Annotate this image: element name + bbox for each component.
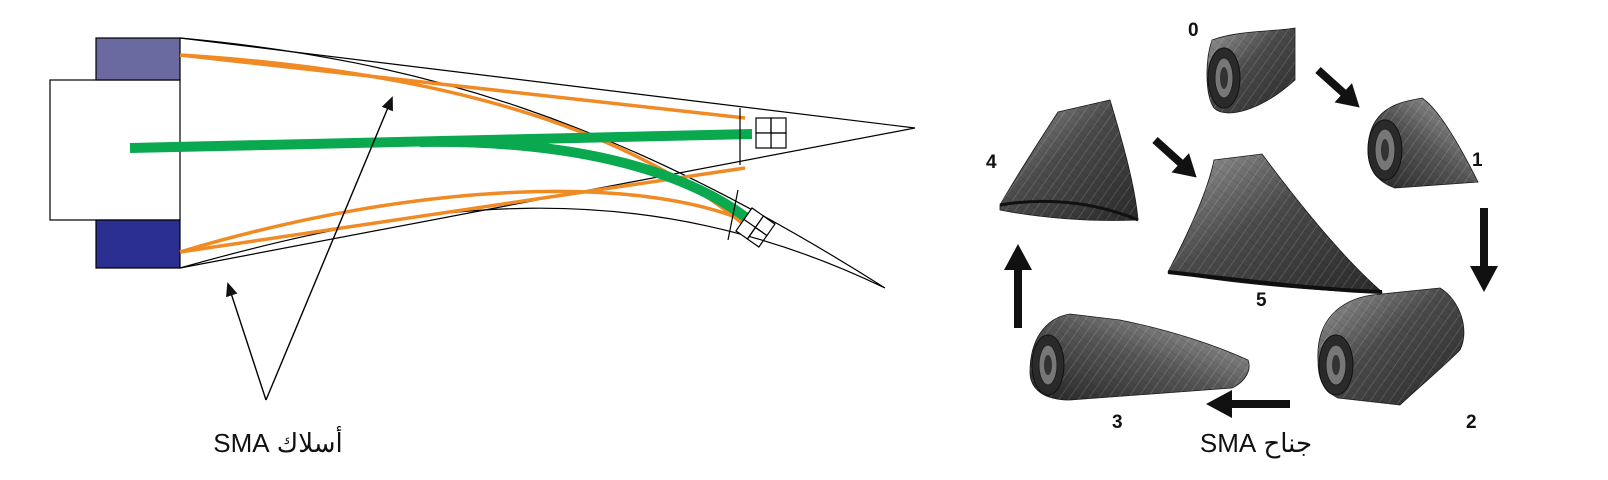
wing-stage-0 <box>1206 27 1296 114</box>
actuator-block-bottom <box>95 219 181 269</box>
stage-label-1: 1 <box>1472 150 1483 171</box>
wing-stage-5 <box>1167 153 1384 294</box>
right-caption: جناح SMA <box>1200 428 1312 458</box>
sma-wire-pointers <box>226 96 393 401</box>
wing-outline-curved <box>179 37 886 289</box>
stage-label-0: 0 <box>1188 20 1199 41</box>
stage-label-5: 5 <box>1256 290 1267 311</box>
left-caption: أسلاك SMA <box>213 425 343 458</box>
arrow-3-to-4 <box>1004 244 1032 328</box>
arrow-2-to-3 <box>1206 390 1290 418</box>
right-diagram: 0 1 2 3 4 5 جناح SMA <box>986 20 1498 458</box>
wing-stage-4 <box>999 99 1139 222</box>
tip-block-curved <box>727 189 776 248</box>
wing-stage-2 <box>1317 287 1465 406</box>
stage-label-2: 2 <box>1466 412 1477 433</box>
cycle-arrows <box>1004 67 1498 418</box>
wing-outline-straight <box>179 37 916 269</box>
arrow-4-to-5 <box>1152 137 1197 178</box>
stage-label-3: 3 <box>1112 412 1123 433</box>
actuator-block-top <box>95 37 181 81</box>
arrow-1-to-2 <box>1470 208 1498 292</box>
left-diagram: أسلاك SMA <box>49 37 916 458</box>
tip-block-straight <box>739 108 787 165</box>
sma-wires-curved <box>179 53 750 254</box>
wing-stage-1 <box>1367 97 1479 189</box>
spar <box>129 129 756 226</box>
wing-stage-3 <box>1029 313 1250 401</box>
sma-wires-straight <box>179 53 746 254</box>
arrow-0-to-1 <box>1315 67 1360 108</box>
stage-label-4: 4 <box>986 152 997 173</box>
